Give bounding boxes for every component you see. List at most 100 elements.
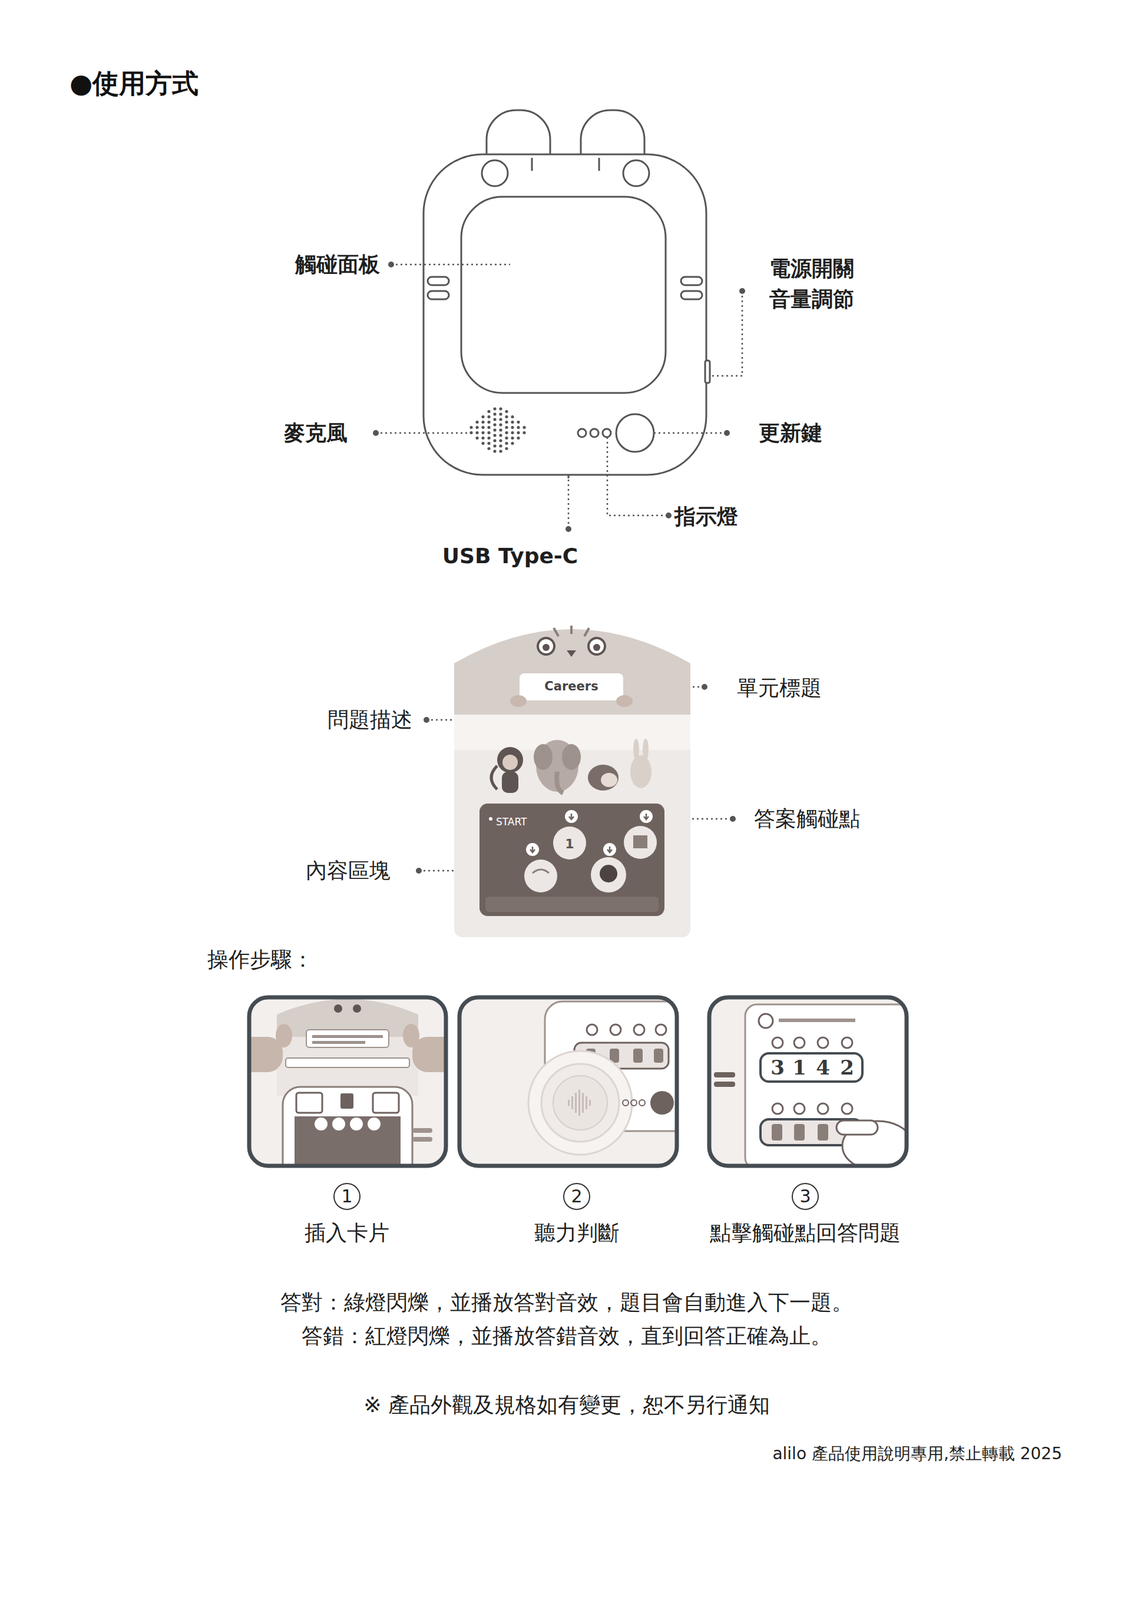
step-touch-answer: [713, 1081, 736, 1087]
step-insert-card: [250, 999, 445, 1164]
part-label: 問題描述: [327, 706, 413, 733]
card-illustration: [599, 864, 618, 883]
step-listen: [633, 1024, 645, 1035]
part-label: 指示燈: [674, 503, 739, 529]
microphone-grille: [516, 436, 520, 440]
card-start-text: START: [495, 815, 527, 828]
microphone-grille: [487, 420, 491, 424]
step-caption: 聽力判斷: [534, 1219, 620, 1246]
card-digit: 3: [770, 1055, 785, 1080]
device-outline: [598, 157, 601, 171]
card-illustration: [642, 738, 649, 760]
card-illustration: [633, 835, 648, 849]
step-insert-card: [367, 1117, 381, 1131]
microphone-grille: [498, 417, 502, 421]
device-outline: [680, 276, 703, 286]
microphone-grille: [475, 431, 479, 435]
device-outline: [602, 428, 611, 438]
microphone-grille: [493, 444, 496, 448]
note-text: 答錯：紅燈閃爍，並播放答錯音效，直到回答正確為止。: [301, 1323, 832, 1349]
step-insert-card: [294, 1116, 401, 1164]
device-outline: [705, 360, 710, 383]
step-insert-card: [312, 1040, 366, 1044]
microphone-grille: [498, 449, 502, 453]
step-insert-card: [306, 1029, 389, 1048]
microphone-grille: [510, 425, 514, 429]
microphone-grille: [469, 407, 526, 453]
microphone-grille: [510, 415, 514, 419]
microphone-grille: [510, 436, 514, 440]
microphone-grille: [481, 431, 485, 435]
step-listen: [650, 1090, 674, 1115]
microphone-grille: [487, 415, 491, 419]
microphone-grille: [481, 415, 485, 419]
leader-dot: [723, 430, 730, 436]
leader-line: [607, 437, 669, 516]
step-touch-answer: [771, 1123, 783, 1141]
step-touch-answer: [817, 1123, 829, 1141]
microphone-grille: [504, 409, 508, 413]
leader-dot: [701, 683, 708, 690]
step-touch-answer: [772, 1103, 783, 1114]
step-listen: [630, 1099, 637, 1106]
card-illustration: [623, 825, 657, 859]
step-insert-card: [312, 1034, 383, 1038]
card-illustration: [553, 826, 587, 860]
microphone-grille: [498, 412, 502, 416]
card-digit: 1: [792, 1055, 807, 1080]
leader-line: [391, 263, 511, 266]
part-label: 內容區塊: [305, 857, 391, 884]
part-label: 更新鍵: [758, 420, 823, 446]
microphone-grille: [493, 449, 496, 453]
card-illustration: [454, 709, 691, 938]
step-number-circle: 2: [563, 1182, 591, 1210]
step-touch-answer: [841, 1037, 853, 1048]
step-touch-answer: [772, 1037, 783, 1048]
card-illustration: [556, 771, 564, 793]
card-illustration: [561, 743, 581, 770]
step-number-circle: 1: [333, 1182, 361, 1210]
leader-dot: [415, 867, 422, 874]
step-listen: [586, 1024, 598, 1035]
device-outline: [423, 110, 710, 479]
step-insert-card: [352, 1004, 362, 1013]
step-touch-answer: [794, 1037, 805, 1048]
microphone-grille: [481, 436, 485, 440]
microphone-grille: [487, 425, 491, 429]
footer-text: alilo 產品使用說明專用,禁止轉載 2025: [772, 1443, 1063, 1464]
card-unit-title: Careers: [544, 679, 598, 694]
step-frame: [249, 997, 446, 1166]
microphone-grille: [498, 407, 502, 410]
step-touch-answer: [841, 1103, 853, 1114]
microphone-grille: [469, 425, 473, 429]
microphone-grille: [493, 433, 496, 437]
leader-line: [710, 290, 743, 376]
microphone-grille: [510, 431, 514, 435]
microphone-grille: [504, 436, 508, 440]
card-illustration: [600, 772, 618, 787]
microphone-grille: [481, 441, 485, 445]
step-touch-answer: [817, 1103, 829, 1114]
step-listen: [541, 1063, 620, 1142]
step-insert-card: [296, 1092, 323, 1113]
step-frame-ground: [249, 997, 446, 1166]
microphone-grille: [510, 420, 514, 424]
microphone-grille: [504, 441, 508, 445]
device-outline: [623, 160, 650, 187]
card-illustration: [488, 817, 493, 821]
step-insert-card: [340, 1093, 354, 1109]
step-insert-card: [372, 1092, 399, 1113]
device-outline: [680, 290, 703, 300]
microphone-grille: [498, 428, 502, 432]
microphone-grille: [504, 415, 508, 419]
device-outline: [427, 290, 449, 300]
device-outline: [461, 196, 666, 393]
step-touch-answer: [794, 1123, 805, 1141]
step-listen: [528, 1050, 633, 1155]
device-outline: [481, 160, 508, 187]
card-illustration: [491, 765, 498, 790]
microphone-grille: [504, 447, 508, 451]
device-outline: [616, 414, 654, 452]
